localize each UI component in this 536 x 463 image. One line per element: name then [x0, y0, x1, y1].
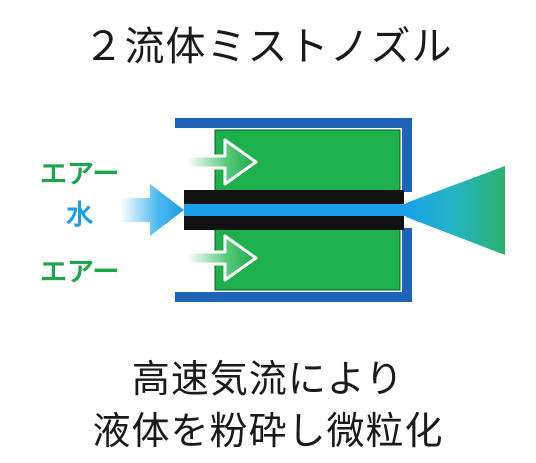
label-air-bottom: エアー	[40, 257, 120, 288]
diagram-title: ２流体ミストノズル	[83, 24, 453, 70]
air-inlet-arrow-top	[185, 138, 258, 186]
label-water: 水	[66, 200, 93, 231]
water-inlet-arrow	[120, 184, 184, 236]
mist-spray	[406, 166, 505, 255]
caption-line-2: 液体を粉砕し微粒化	[92, 409, 444, 453]
nozzle-diagram	[120, 118, 505, 302]
air-inlet-arrow-bottom	[185, 234, 258, 282]
water-channel	[184, 204, 406, 216]
caption-line-1: 高速気流により	[131, 357, 405, 401]
nozzle-housing	[175, 118, 412, 192]
nozzle-housing-bottom	[175, 228, 412, 302]
label-air-top: エアー	[40, 159, 120, 190]
